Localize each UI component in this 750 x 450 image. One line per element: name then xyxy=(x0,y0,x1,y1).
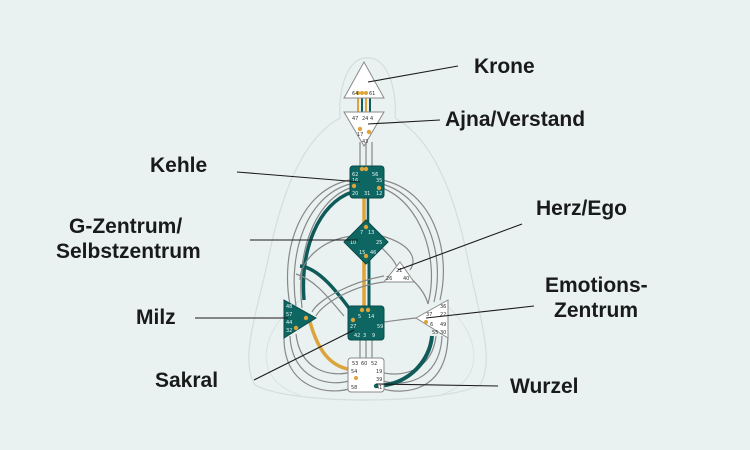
label-milz: Milz xyxy=(136,306,176,329)
gate-47: 47 xyxy=(352,116,358,122)
gate-56: 56 xyxy=(372,172,378,178)
gate-30: 30 xyxy=(440,330,446,336)
leader-herz xyxy=(397,223,523,271)
gate-40: 40 xyxy=(403,276,409,282)
leader-emotions xyxy=(425,305,535,319)
gate-17: 17 xyxy=(357,132,363,138)
label-herz: Herz/Ego xyxy=(536,197,627,220)
gate-5: 5 xyxy=(358,314,361,320)
gate-52: 52 xyxy=(371,361,377,367)
gate-26: 26 xyxy=(386,276,392,282)
gate-64: 64 xyxy=(352,91,358,97)
gate-6: 6 xyxy=(430,322,433,328)
gate-41: 41 xyxy=(376,385,382,391)
gate-22: 22 xyxy=(440,312,446,318)
gate-10: 10 xyxy=(350,240,356,246)
label-sakral: Sakral xyxy=(155,369,218,392)
label-emotions-line1: Emotions- xyxy=(545,274,648,297)
center-sakral: 5 14 27 59 42 3 9 xyxy=(347,305,385,341)
gate-21: 21 xyxy=(396,268,402,274)
gate-60: 60 xyxy=(361,361,367,367)
gate-39: 39 xyxy=(376,377,382,383)
gate-20: 20 xyxy=(352,191,358,197)
gate-58: 58 xyxy=(351,385,357,391)
center-herz: 21 26 40 xyxy=(382,261,415,283)
gate-53: 53 xyxy=(352,361,358,367)
gate-7: 7 xyxy=(360,230,363,236)
gate-36: 36 xyxy=(440,304,446,310)
leader-wurzel xyxy=(375,383,499,387)
center-g: 7 13 10 25 15 46 xyxy=(343,219,389,265)
gate-9: 9 xyxy=(372,333,375,339)
gate-3: 3 xyxy=(363,333,366,339)
gate-25: 25 xyxy=(376,240,382,246)
body-silhouette xyxy=(248,57,487,401)
gate-43: 43 xyxy=(362,139,368,145)
gate-37: 37 xyxy=(426,312,432,318)
center-krone: 61 64 xyxy=(343,60,385,99)
gate-55: 55 xyxy=(432,330,438,336)
label-ajna: Ajna/Verstand xyxy=(445,108,585,131)
labels: Krone Ajna/Verstand Kehle G-Zentrum/ Sel… xyxy=(56,55,648,398)
gate-54: 54 xyxy=(351,369,357,375)
gate-49: 49 xyxy=(440,322,446,328)
gate-44: 44 xyxy=(286,320,292,326)
gate-4: 4 xyxy=(370,116,373,122)
label-wurzel: Wurzel xyxy=(510,375,578,398)
center-milz: 48 57 44 32 xyxy=(283,299,317,339)
gate-15: 15 xyxy=(359,250,365,256)
label-krone: Krone xyxy=(474,55,535,78)
gate-59: 59 xyxy=(377,324,383,330)
center-kehle: 62 56 16 35 20 31 12 xyxy=(349,165,385,199)
center-ajna: 47 24 4 17 43 xyxy=(343,111,385,147)
gate-12: 12 xyxy=(376,191,382,197)
center-wurzel: 53 60 52 54 19 39 58 41 xyxy=(347,357,385,393)
leader-lines xyxy=(195,65,535,387)
gate-61: 61 xyxy=(369,91,375,97)
label-g-line1: G-Zentrum/ xyxy=(69,215,182,238)
gate-46: 46 xyxy=(370,250,376,256)
leader-krone xyxy=(367,65,459,83)
gate-57: 57 xyxy=(286,312,292,318)
gate-13: 13 xyxy=(368,230,374,236)
gate-35: 35 xyxy=(376,178,382,184)
gate-42: 42 xyxy=(354,333,360,339)
label-kehle: Kehle xyxy=(150,154,207,177)
gate-31: 31 xyxy=(364,191,370,197)
leader-ajna xyxy=(367,119,441,125)
gate-19: 19 xyxy=(376,369,382,375)
leader-kehle xyxy=(236,171,361,183)
gate-62: 62 xyxy=(352,172,358,178)
leader-sakral xyxy=(253,329,355,381)
label-g-line2: Selbstzentrum xyxy=(56,240,201,263)
gate-27: 27 xyxy=(350,324,356,330)
gate-48: 48 xyxy=(286,304,292,310)
channels xyxy=(283,92,449,392)
label-emotions-line2: Zentrum xyxy=(554,299,638,322)
gate-16: 16 xyxy=(352,178,358,184)
gate-14: 14 xyxy=(368,314,374,320)
gate-24: 24 xyxy=(362,116,368,122)
gate-32: 32 xyxy=(286,328,292,334)
center-emotions: 36 37 22 6 49 55 30 xyxy=(415,299,449,339)
